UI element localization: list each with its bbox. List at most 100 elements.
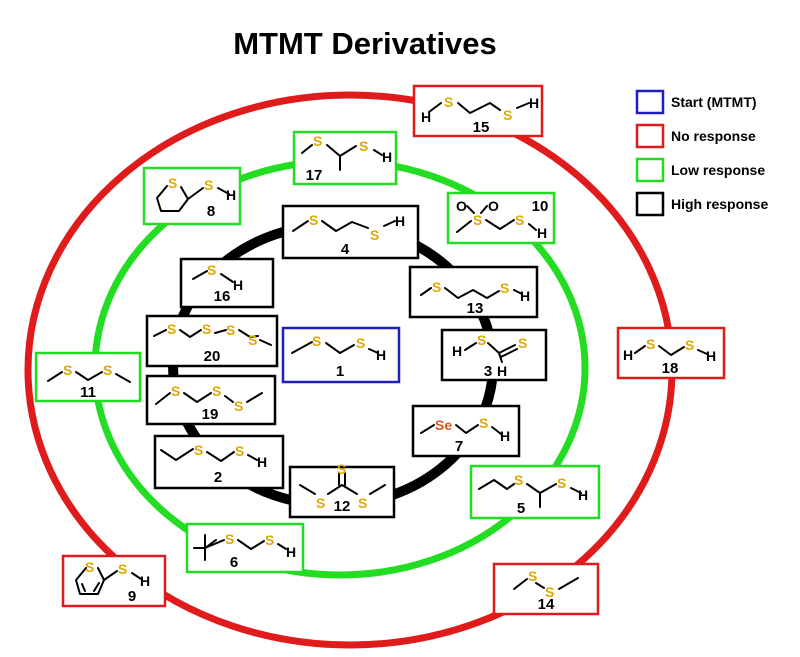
- atom-S: S: [370, 227, 379, 243]
- compound-20: S S S S 20: [145, 314, 279, 368]
- compound-number: 15: [473, 119, 490, 136]
- atom-S: S: [473, 212, 482, 228]
- compound-9: S S H 9: [61, 554, 167, 608]
- atom-S: S: [207, 262, 216, 278]
- atom-Se: Se: [435, 417, 452, 433]
- legend-label-no-response: No response: [671, 128, 756, 144]
- atom-H: H: [537, 225, 547, 241]
- atom-S: S: [444, 94, 453, 110]
- atom-H: H: [500, 428, 510, 444]
- compound-number: 3: [484, 363, 492, 380]
- atom-S: S: [234, 398, 243, 414]
- atom-H: H: [578, 487, 588, 503]
- legend-label-low-response: Low response: [671, 162, 765, 178]
- atom-S: S: [312, 333, 321, 349]
- compound-number: 11: [80, 384, 96, 401]
- atom-O: O: [456, 198, 467, 214]
- atom-S: S: [432, 279, 441, 295]
- compound-box: [446, 191, 556, 245]
- atom-S: S: [313, 133, 322, 149]
- atom-S: S: [477, 332, 486, 348]
- atom-S: S: [168, 175, 177, 191]
- compound-box: [292, 130, 398, 186]
- compound-box: [153, 434, 285, 490]
- diagram-title: MTMT Derivatives: [233, 26, 497, 61]
- atom-S: S: [503, 107, 512, 123]
- atom-H: H: [421, 109, 431, 125]
- compound-box: [61, 554, 167, 608]
- atom-S: S: [356, 335, 365, 351]
- compound-number: 5: [517, 500, 525, 517]
- compound-box: [288, 465, 396, 519]
- atom-S: S: [545, 584, 554, 600]
- atom-H: H: [520, 288, 530, 304]
- compound-number: 4: [341, 241, 350, 258]
- compound-19: S S S 19: [145, 374, 277, 426]
- atom-S: S: [235, 443, 244, 459]
- compound-number: 14: [538, 596, 555, 613]
- compound-box: [492, 562, 600, 616]
- atom-S: S: [515, 212, 524, 228]
- atom-S: S: [479, 415, 488, 431]
- atom-S: S: [500, 280, 509, 296]
- atom-H: H: [376, 347, 386, 363]
- compound-8: S S H 8: [142, 166, 242, 226]
- compound-number: 10: [532, 198, 549, 215]
- atom-S: S: [309, 212, 318, 228]
- atom-S: S: [167, 321, 176, 337]
- atom-H: H: [706, 348, 716, 364]
- legend-swatch-no-response: [635, 123, 665, 149]
- atom-S: S: [118, 561, 127, 577]
- legend-swatch-start: [635, 89, 665, 115]
- compound-box: [145, 314, 279, 368]
- atom-S: S: [265, 532, 274, 548]
- atom-S: S: [225, 531, 234, 547]
- compound-number: 7: [455, 438, 463, 455]
- compound-6: S S H 6: [185, 522, 305, 574]
- atom-S: S: [63, 362, 72, 378]
- compound-number: 19: [202, 406, 219, 423]
- compound-number: 16: [214, 288, 231, 305]
- compound-13: S S H 13: [408, 265, 539, 319]
- compound-15: H S S H 15: [412, 84, 544, 138]
- compound-number: 6: [230, 554, 238, 571]
- compound-number: 9: [128, 588, 136, 605]
- compound-box: [145, 374, 277, 426]
- atom-S: S: [204, 177, 213, 193]
- atom-S: S: [518, 335, 527, 351]
- atom-S: S: [171, 383, 180, 399]
- atom-H: H: [452, 343, 462, 359]
- atom-S: S: [646, 336, 655, 352]
- compound-number: 18: [662, 360, 679, 377]
- compound-number: 2: [214, 469, 222, 486]
- compound-box: [179, 257, 275, 309]
- compound-17: S S H 17: [292, 130, 398, 186]
- atom-S: S: [514, 472, 523, 488]
- compound-box: [469, 464, 601, 520]
- atom-S: S: [316, 495, 325, 511]
- atom-S: S: [685, 337, 694, 353]
- atom-H: H: [382, 149, 392, 165]
- compound-box: [440, 328, 548, 382]
- compound-box: [411, 404, 521, 458]
- atom-S: S: [194, 442, 203, 458]
- compound-number: 12: [334, 498, 351, 515]
- legend-swatch-low-response: [635, 157, 665, 183]
- atom-H: H: [140, 573, 150, 589]
- atom-S: S: [337, 461, 346, 477]
- compound-1: S S H 1: [281, 326, 401, 384]
- legend-label-high-response: High response: [671, 196, 768, 212]
- legend-label-start: Start (MTMT): [671, 94, 757, 110]
- compound-2: S S H 2: [153, 434, 285, 490]
- atom-H: H: [529, 95, 539, 111]
- atom-H: H: [257, 454, 267, 470]
- atom-S: S: [557, 475, 566, 491]
- compound-number: 20: [204, 348, 221, 365]
- compound-11: S S 11: [34, 351, 142, 403]
- compound-box: [142, 166, 242, 226]
- atom-S: S: [359, 138, 368, 154]
- compound-10: O O S S H 10: [446, 191, 556, 245]
- compound-5: S S H 5: [469, 464, 601, 520]
- atom-H: H: [233, 277, 243, 293]
